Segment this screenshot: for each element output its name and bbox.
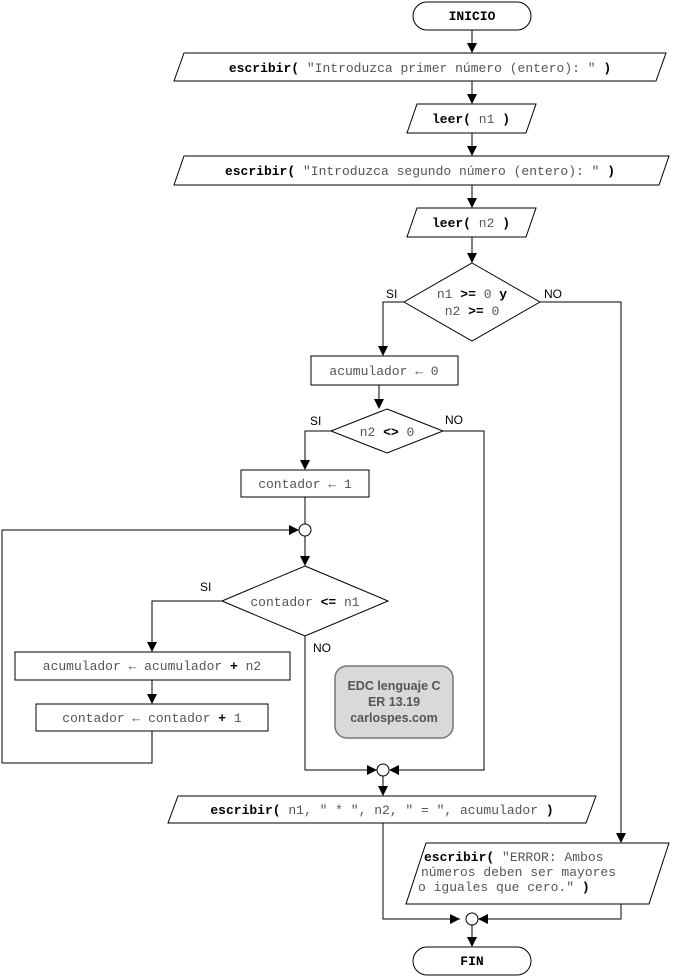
process-contador-update: contador ← contador + 1 (35, 703, 269, 732)
stamp-line-2: ER 13.19 (368, 695, 420, 709)
io-escribir-error-line-2: números deben ser mayores (421, 865, 616, 880)
branch-label-si-1: SI (386, 287, 397, 301)
io-escribir-result-text: escribir( n1, " * ", n2, " = ", acumulad… (210, 803, 553, 818)
stamp-line-1: EDC lenguaje C (347, 679, 440, 693)
end-terminal: FIN (412, 946, 532, 976)
decision-1-line-1: n1 >= 0 y (437, 287, 507, 302)
io-escribir-result: escribir( n1, " * ", n2, " = ", acumulad… (167, 795, 597, 824)
decision-n1-n2-nonneg: n1 >= 0 y n2 >= 0 (402, 262, 542, 342)
start-label: INICIO (449, 9, 496, 24)
io-leer-1: leer( n1 ) (406, 103, 537, 134)
io-escribir-error-line-1: escribir( "ERROR: Ambos (424, 850, 603, 865)
decision-n2-not-zero: n2 <> 0 (329, 408, 445, 454)
io-escribir-2: escribir( "Introduzca segundo número (en… (173, 155, 670, 186)
connectors (1, 30, 622, 937)
branch-label-si-2: SI (310, 414, 321, 428)
io-leer-1-text: leer( n1 ) (432, 112, 510, 127)
process-contador-init-text: contador ← 1 (258, 477, 352, 492)
decision-contador-le-n1: contador <= n1 (220, 565, 390, 637)
process-contador-update-text: contador ← contador + 1 (62, 711, 242, 726)
io-escribir-2-text: escribir( "Introduzca segundo número (en… (225, 164, 615, 179)
process-acumulador-update: acumulador ← acumulador + n2 (14, 651, 291, 681)
end-label: FIN (460, 954, 483, 969)
decision-3-text: contador <= n1 (250, 595, 359, 610)
process-acumulador-init: acumulador ← 0 (310, 355, 459, 386)
io-escribir-error: escribir( "ERROR: Ambos números deben se… (405, 842, 670, 905)
io-escribir-1-text: escribir( "Introduzca primer número (ent… (229, 61, 611, 76)
process-acumulador-init-text: acumulador ← 0 (329, 364, 438, 379)
branch-label-si-3: SI (200, 580, 211, 594)
branch-label-no-2: NO (445, 413, 463, 427)
loop-junction (298, 523, 312, 537)
watermark-stamp: EDC lenguaje C ER 13.19 carlospes.com (334, 665, 454, 739)
io-escribir-error-line-3: o iguales que cero." ) (418, 880, 590, 895)
decision-2-text: n2 <> 0 (360, 425, 415, 440)
decision-1-line-2: n2 >= 0 (445, 304, 500, 319)
start-terminal: INICIO (412, 1, 532, 31)
process-acumulador-update-text: acumulador ← acumulador + n2 (43, 659, 261, 674)
process-contador-init: contador ← 1 (240, 469, 370, 498)
branch-label-no-1: NO (544, 287, 562, 301)
io-escribir-1: escribir( "Introduzca primer número (ent… (173, 52, 667, 82)
io-leer-2: leer( n2 ) (406, 207, 537, 238)
stamp-line-3: carlospes.com (350, 711, 438, 725)
end-junction (465, 912, 479, 926)
merge-junction (376, 763, 390, 777)
branch-label-no-3: NO (313, 641, 331, 655)
io-leer-2-text: leer( n2 ) (432, 216, 510, 231)
arrowheads (147, 43, 626, 947)
